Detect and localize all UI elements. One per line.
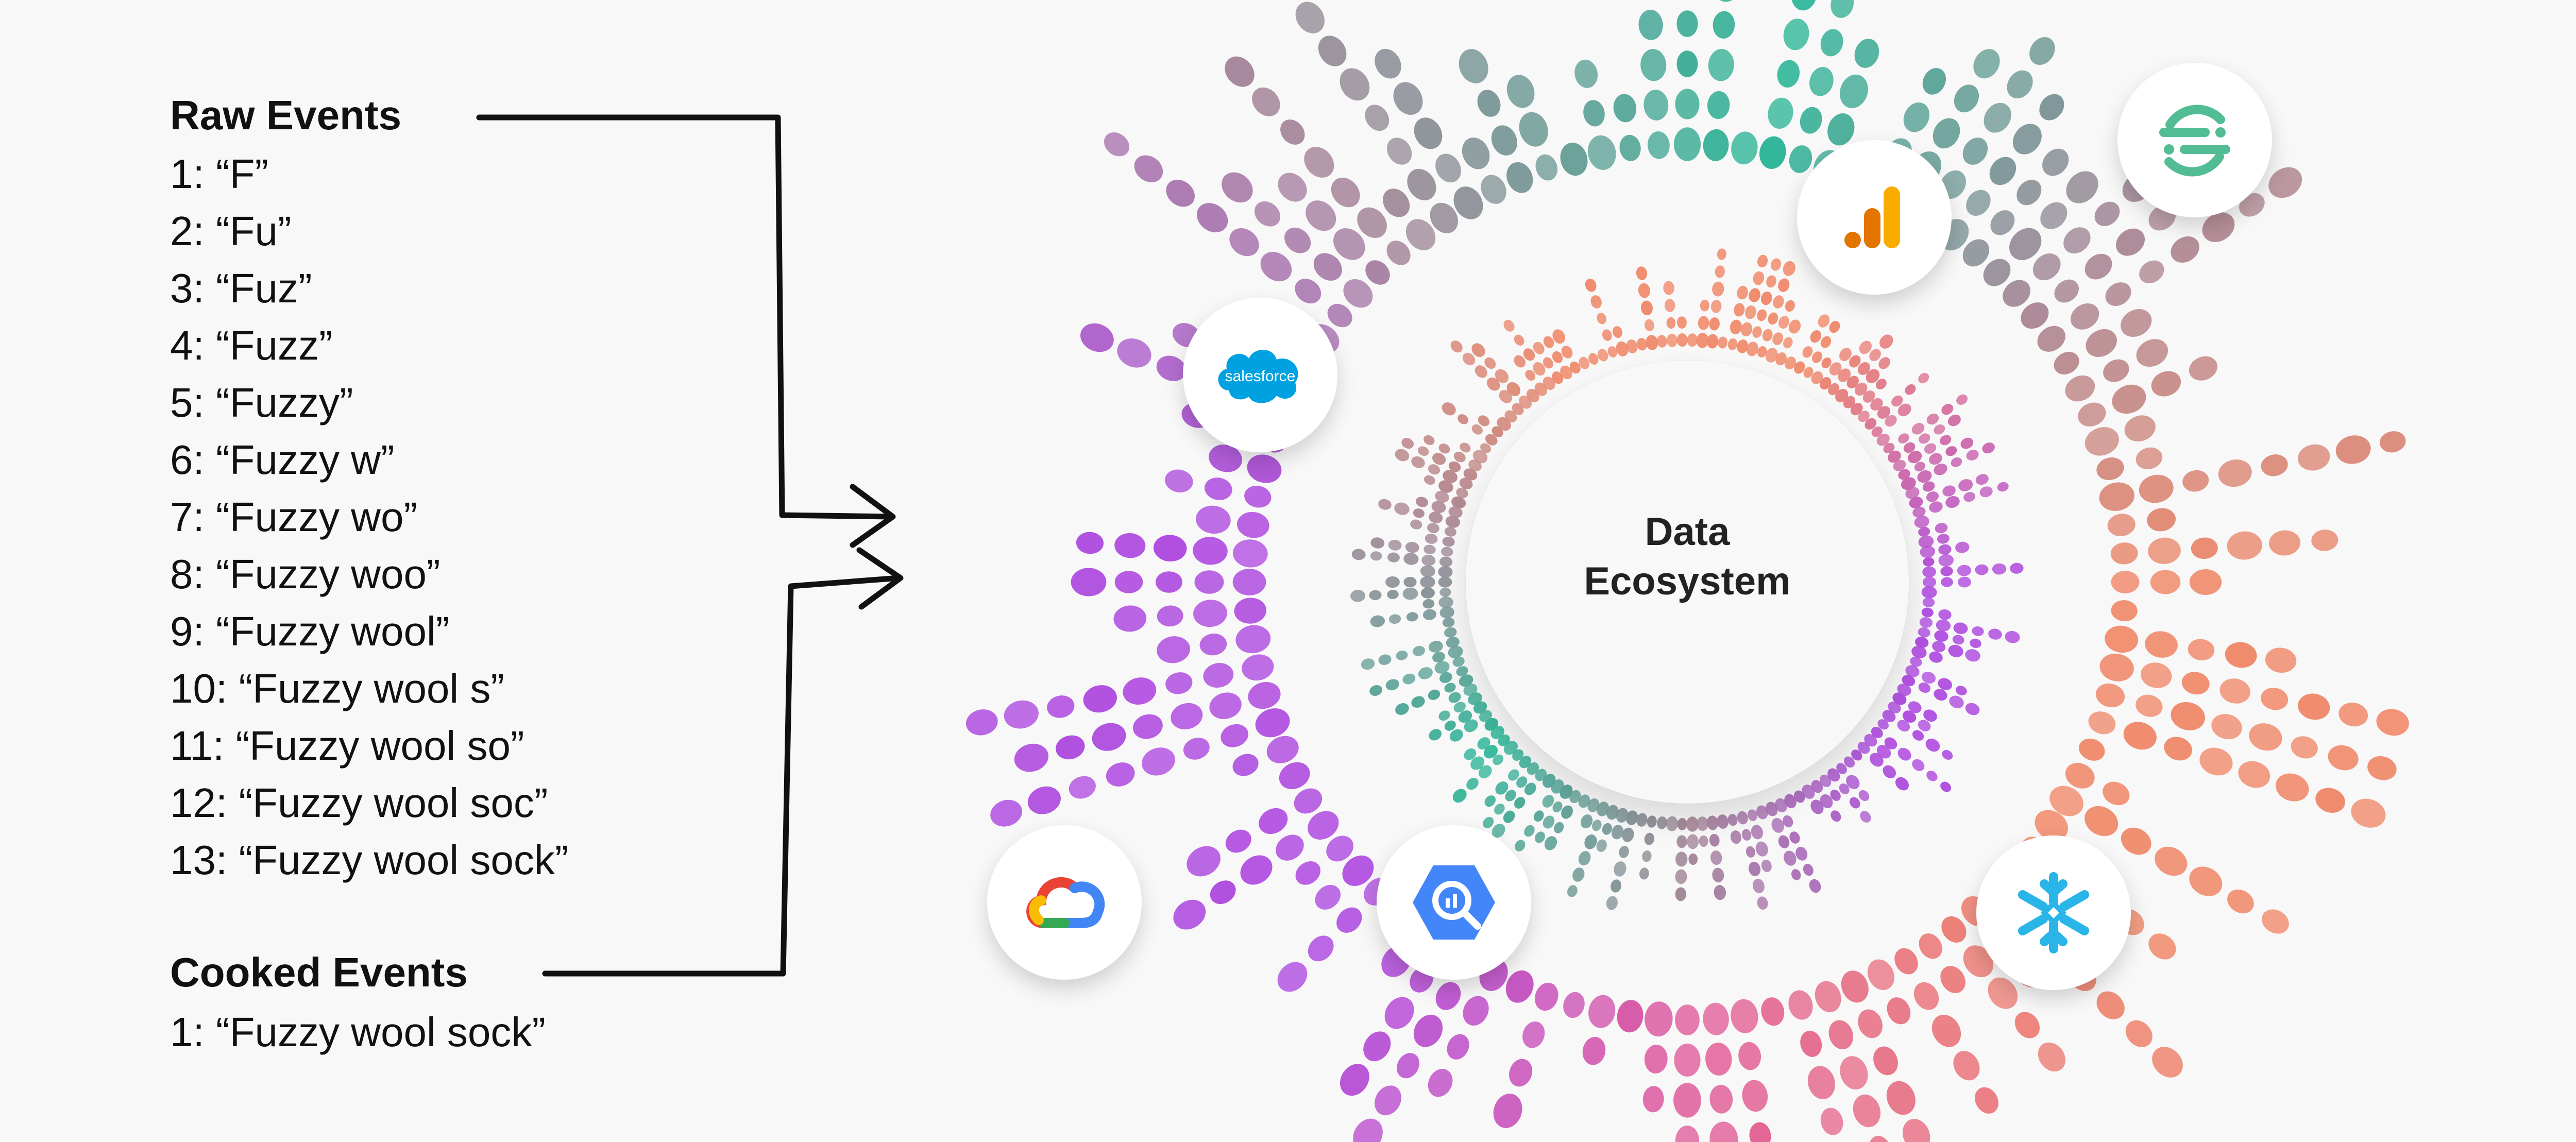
svg-text:salesforce: salesforce bbox=[1225, 368, 1296, 385]
list-item: 4: “Fuzz” bbox=[170, 322, 333, 368]
list-item: 3: “Fuz” bbox=[170, 265, 312, 311]
snowflake-logo bbox=[1976, 836, 2131, 990]
list-item: 6: “Fuzzy w” bbox=[170, 437, 395, 483]
list-item: 2: “Fu” bbox=[170, 208, 292, 254]
google-analytics-icon bbox=[1844, 186, 1900, 248]
hub-label: Data Ecosystem bbox=[1466, 507, 1909, 606]
raw-events-heading: Raw Events bbox=[170, 92, 402, 138]
list-item: 12: “Fuzzy wool soc” bbox=[170, 780, 548, 826]
list-item: 5: “Fuzzy” bbox=[170, 380, 353, 425]
cooked-events-list: 1: “Fuzzy wool sock” bbox=[170, 1003, 546, 1061]
bigquery-icon bbox=[1413, 865, 1495, 940]
google-cloud-icon bbox=[1026, 877, 1105, 928]
list-item: 1: “Fuzzy wool sock” bbox=[170, 1009, 546, 1055]
bigquery-logo bbox=[1377, 825, 1531, 980]
list-item: 11: “Fuzzy wool so” bbox=[170, 723, 524, 769]
google-cloud-logo bbox=[987, 825, 1142, 980]
google-analytics-logo bbox=[1797, 140, 1952, 295]
hub-label-line2: Ecosystem bbox=[1584, 559, 1791, 603]
list-item: 13: “Fuzzy wool sock” bbox=[170, 837, 569, 883]
snowflake-icon bbox=[2018, 872, 2089, 953]
segment-icon bbox=[2159, 105, 2230, 177]
list-item: 10: “Fuzzy wool s” bbox=[170, 666, 505, 711]
list-item: 7: “Fuzzy wo” bbox=[170, 494, 418, 540]
list-item: 9: “Fuzzy wool” bbox=[170, 608, 450, 654]
raw-events-list: 1: “F” 2: “Fu” 3: “Fuz” 4: “Fuzz” 5: “Fu… bbox=[170, 145, 569, 889]
cooked-events-heading: Cooked Events bbox=[170, 949, 468, 995]
salesforce-icon: salesforce bbox=[1218, 349, 1298, 403]
data-ecosystem-hub bbox=[1466, 361, 1909, 804]
salesforce-logo: salesforce bbox=[1183, 298, 1337, 452]
segment-logo bbox=[2117, 63, 2272, 217]
list-item: 1: “F” bbox=[170, 151, 269, 197]
hub-label-line1: Data bbox=[1645, 510, 1730, 554]
list-item: 8: “Fuzzy woo” bbox=[170, 551, 440, 597]
